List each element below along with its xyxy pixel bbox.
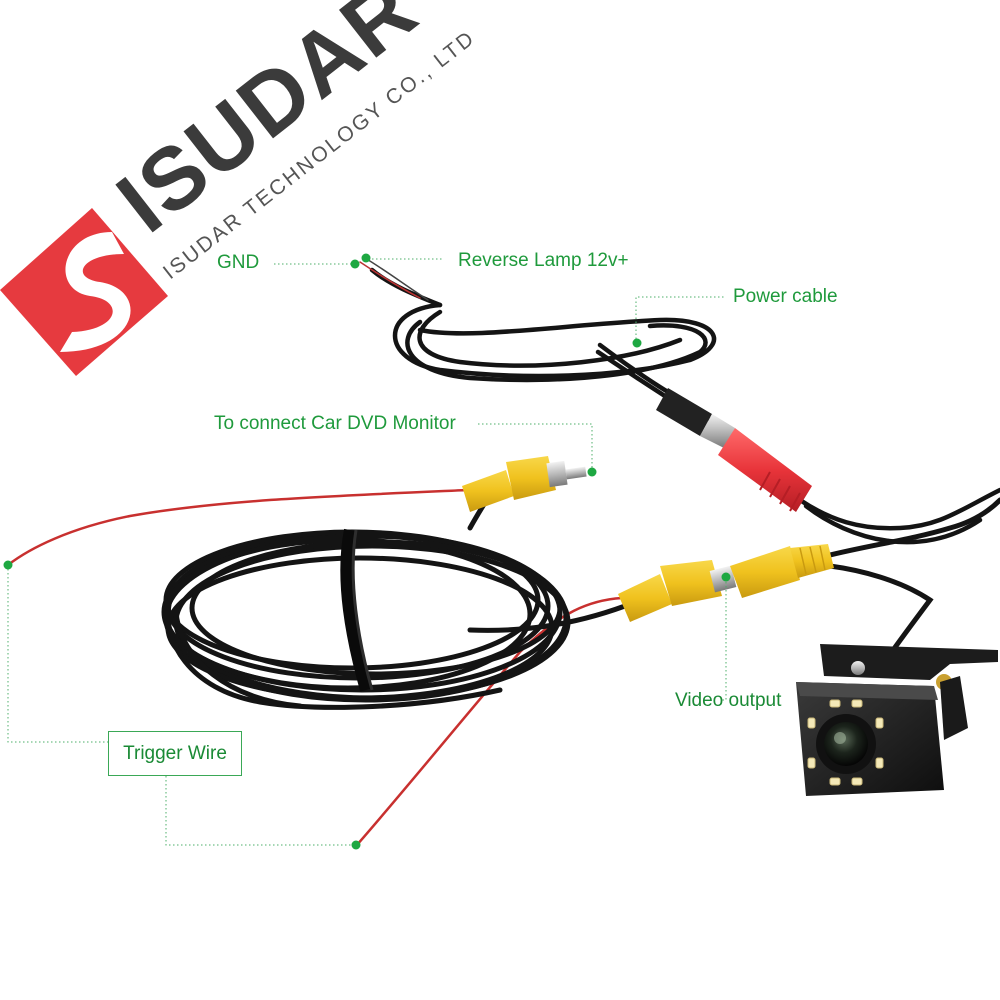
rca-jack-camera <box>730 544 834 598</box>
callout-dvd-monitor-label: To connect Car DVD Monitor <box>214 413 456 434</box>
brand-wordmark: ISUDAR <box>99 0 435 251</box>
backup-camera <box>796 644 998 796</box>
brand-logo-mark <box>0 208 168 376</box>
callout-trigger-wire-label: Trigger Wire <box>123 743 227 764</box>
callout-power-cable-label: Power cable <box>733 286 838 307</box>
camera-leds <box>807 699 884 786</box>
dc-power-plug <box>656 388 812 512</box>
callout-video-output-label: Video output <box>675 690 782 711</box>
rca-plug-camera <box>618 560 737 622</box>
cable-tie <box>340 528 374 692</box>
callout-trigger-wire-box: Trigger Wire <box>108 731 242 776</box>
callout-dots <box>3 253 731 850</box>
rca-plug-monitor <box>462 456 587 512</box>
callout-leaders <box>7 258 727 846</box>
callout-reverse-lamp-label: Reverse Lamp 12v+ <box>458 250 629 271</box>
brand-logo: ISUDAR ISUDAR TECHNOLOGY CO., LTD <box>0 0 480 376</box>
camera-lens <box>816 714 876 774</box>
callout-gnd-label: GND <box>217 252 260 273</box>
trigger-wire <box>6 488 624 848</box>
